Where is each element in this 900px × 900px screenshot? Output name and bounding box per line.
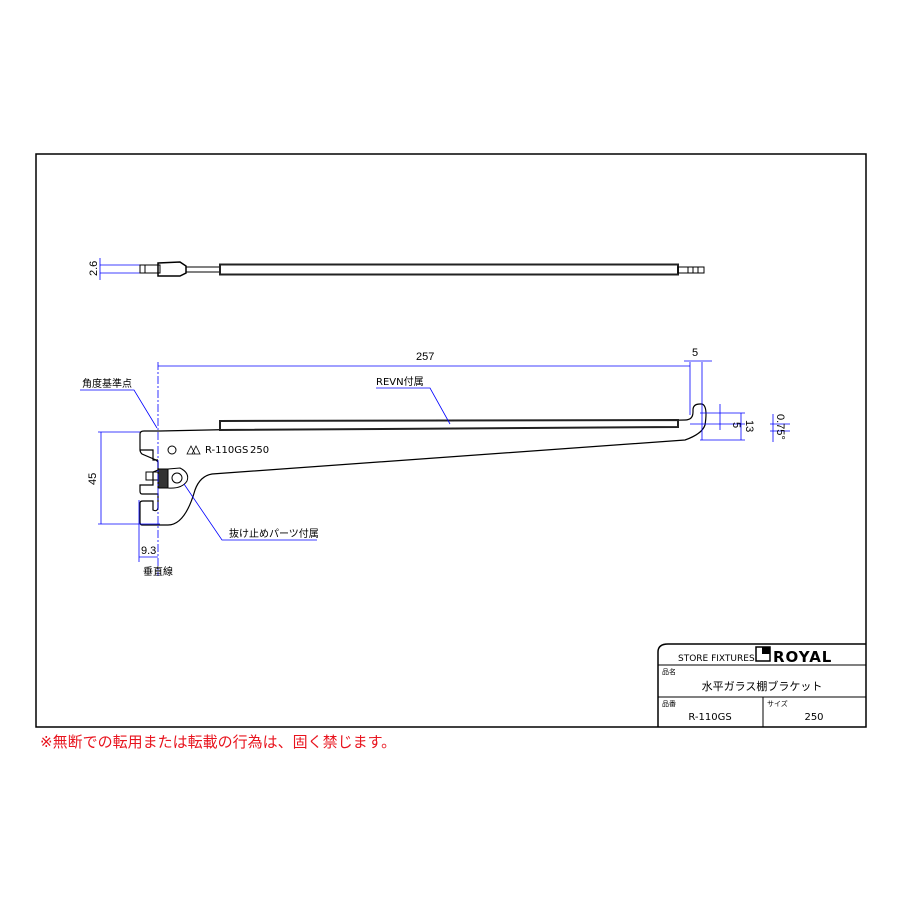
copyright-notice: ※無断での転用または転載の行為は、固く禁じます。 [40,733,397,751]
code-label: 品番 [662,700,676,708]
stamp-code: R-110GS [205,445,248,456]
product-size: 250 [804,712,823,723]
logo-stamp-icon [186,445,201,455]
stamp-size: 250 [250,445,269,456]
label-vertical-line: 垂直線 [143,565,173,578]
dimension-length: 257 [416,351,434,363]
revn-strip [219,418,679,432]
dimension-depth: 13 [743,420,755,432]
stopper-part [157,468,169,489]
product-code: R-110GS [688,712,731,723]
dimension-hook-width: 5 [692,347,698,359]
company-name: STORE FIXTURES [678,654,755,664]
drawing-frame [35,153,867,728]
brand-name: ROYAL [773,648,832,666]
label-angle-reference: 角度基準点 [82,377,132,390]
side-view: R-110GS 250 257 5 5 13 0.75° 45 [80,347,790,578]
dimension-offset: 9.3 [141,545,156,557]
label-stopper: 抜け止めパーツ付属 [229,527,319,540]
product-name: 水平ガラス棚ブラケット [702,679,823,693]
dimension-hook-height: 5 [730,422,742,428]
dimension-angle: 0.75° [774,414,786,440]
label-revn: REVN付属 [376,375,424,388]
size-label: サイズ [767,699,788,708]
dimension-height: 45 [87,473,99,485]
top-view: 2.6 [88,258,705,280]
dimension-thickness: 2.6 [88,261,100,276]
hole [167,445,177,455]
title-block: STORE FIXTURES ROYAL 品名 水平ガラス棚ブラケット 品番 R… [657,643,866,727]
name-label: 品名 [662,667,676,676]
